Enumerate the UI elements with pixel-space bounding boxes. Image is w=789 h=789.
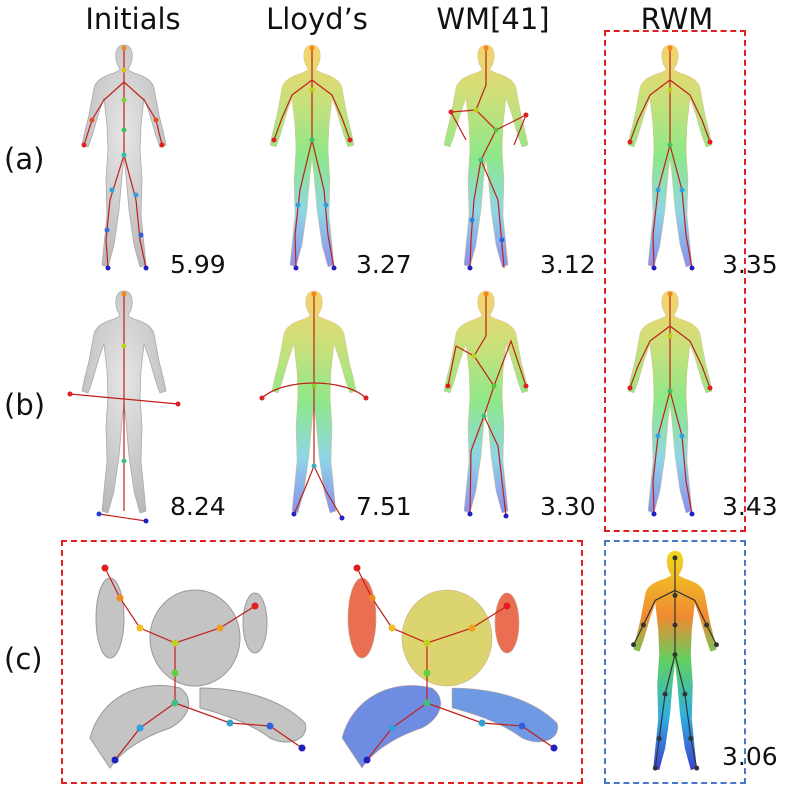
figure-b-wm41 — [443, 290, 529, 519]
score-a-initials: 5.99 — [170, 250, 226, 279]
figure-a-lloyds — [269, 44, 355, 271]
column-header-wm41: WM[41] — [436, 2, 550, 36]
figure-c-rwm — [631, 550, 719, 771]
score-c-rwm: 3.06 — [722, 742, 778, 771]
row-label-c: (c) — [4, 642, 43, 676]
rwm-c-highlight-box — [604, 540, 746, 784]
figure-b-initials — [67, 290, 181, 524]
column-header-initials: Initials — [85, 2, 181, 36]
row-c-highlight-box — [61, 540, 583, 784]
score-a-lloyds: 3.27 — [356, 250, 412, 279]
score-b-initials: 8.24 — [170, 492, 226, 521]
score-b-wm41: 3.30 — [540, 492, 596, 521]
score-a-rwm: 3.35 — [722, 250, 778, 279]
score-b-lloyds: 7.51 — [356, 492, 412, 521]
figure-a-initials — [81, 44, 167, 271]
figure-c-lloyds — [341, 564, 559, 769]
score-a-wm41: 3.12 — [540, 250, 596, 279]
skeleton-nodes — [81, 45, 165, 271]
row-label-a: (a) — [4, 142, 45, 176]
column-header-lloyds: Lloyd’s — [266, 2, 368, 36]
figure-b-rwm — [627, 290, 713, 517]
figure-b-lloyds — [259, 290, 369, 521]
rwm-highlight-box — [604, 30, 746, 532]
figure-a-rwm — [627, 44, 713, 271]
score-b-rwm: 3.43 — [722, 492, 778, 521]
figure-a-wm41 — [443, 44, 529, 271]
row-label-b: (b) — [4, 388, 46, 422]
figure-c-initials — [89, 564, 307, 769]
